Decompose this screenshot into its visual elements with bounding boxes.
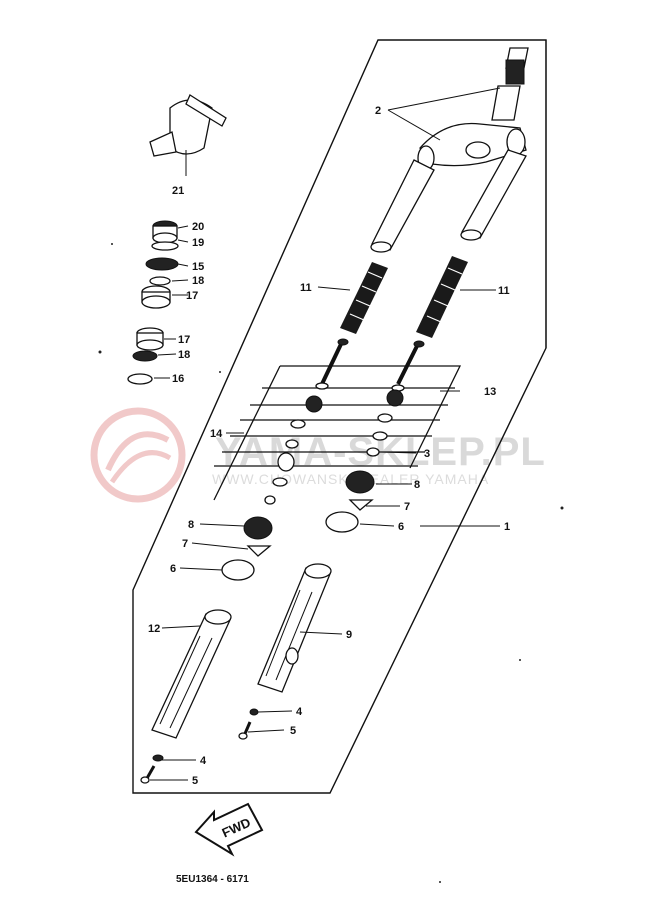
callout-20: 20	[192, 221, 204, 233]
callout-6b: 6	[398, 521, 404, 533]
callout-7b: 7	[404, 501, 410, 513]
callout-8a: 8	[188, 519, 194, 531]
callout-1: 1	[504, 521, 510, 533]
callout-19: 19	[192, 237, 204, 249]
callout-4a: 4	[200, 755, 207, 767]
callout-5b: 5	[290, 725, 296, 737]
callout-labels: 21 20 19 15 18 17 17 18 16 2 11 11 13 14…	[148, 105, 510, 787]
callout-18b: 18	[178, 349, 190, 361]
callout-21: 21	[172, 185, 184, 197]
diagram-code: 5EU1364 - 6171	[176, 874, 249, 885]
callout-13: 13	[484, 386, 496, 398]
callout-6a: 6	[170, 563, 176, 575]
callout-15: 15	[192, 261, 204, 273]
oil-seal-left	[221, 516, 273, 581]
callout-14: 14	[210, 428, 223, 440]
damper-rod-right	[366, 340, 425, 457]
callout-18a: 18	[192, 275, 204, 287]
cable-guide-part	[149, 94, 227, 157]
bearing-stack-lower	[127, 327, 164, 385]
callout-3: 3	[424, 448, 430, 460]
callout-2: 2	[375, 105, 381, 117]
callout-8b: 8	[414, 479, 420, 491]
callout-16: 16	[172, 373, 184, 385]
drain-bolt-right	[238, 708, 259, 740]
outer-tube-right	[257, 563, 332, 693]
callout-9: 9	[346, 629, 352, 641]
watermark: YAMA-SKLEP.PL WWW.CHOWANSKI DEALER YAMAH…	[90, 407, 545, 503]
callout-5a: 5	[192, 775, 198, 787]
leader-lines	[150, 87, 501, 781]
drain-bolt-left	[140, 754, 164, 784]
watermark-logo-icon	[90, 407, 186, 503]
callout-12: 12	[148, 623, 160, 635]
scan-specks	[98, 243, 564, 883]
bearing-stack-upper	[141, 220, 179, 309]
callout-7a: 7	[182, 538, 188, 550]
damper-rod-left	[264, 338, 349, 505]
forward-arrow-icon: FWD	[194, 802, 264, 857]
inner-tube-right	[460, 149, 527, 241]
callout-17b: 17	[178, 334, 190, 346]
outer-tube-left	[151, 609, 232, 739]
fork-spring-right	[416, 256, 468, 338]
fork-upper-bracket	[417, 47, 529, 171]
fork-spring-left	[340, 262, 388, 334]
callout-11a: 11	[300, 282, 312, 294]
inner-tube-left	[370, 159, 435, 253]
callout-4b: 4	[296, 706, 303, 718]
assembly-frame	[132, 39, 547, 794]
callout-17a: 17	[186, 290, 198, 302]
callout-11b: 11	[498, 285, 510, 297]
oil-seal-right	[325, 470, 375, 533]
